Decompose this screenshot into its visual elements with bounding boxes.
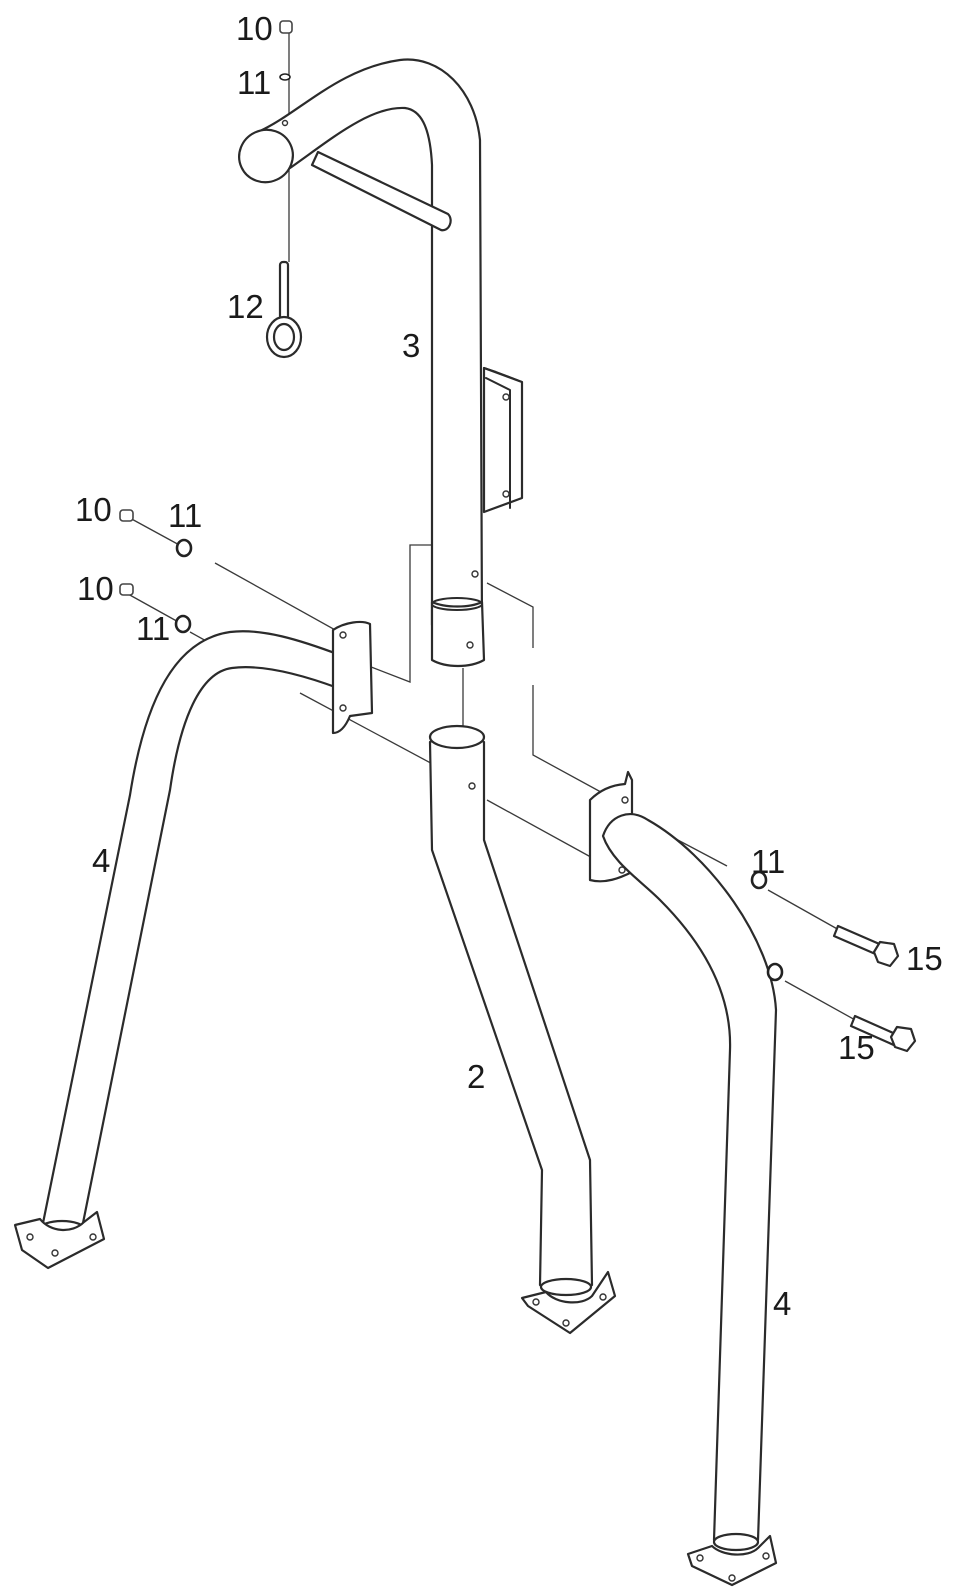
callout-center-post: 2 xyxy=(467,1058,485,1095)
leg-left-part xyxy=(13,630,342,1270)
callout-washer-left-a: 11 xyxy=(168,497,202,534)
callout-upright: 3 xyxy=(402,327,420,364)
upright-part xyxy=(238,58,524,668)
left-fasteners xyxy=(119,509,193,634)
callout-eyebolt: 12 xyxy=(227,288,264,325)
center-post-part xyxy=(428,724,617,1335)
leg-right-part xyxy=(601,813,778,1587)
callout-nut-left-b: 10 xyxy=(77,570,114,607)
callout-washer-left-b: 11 xyxy=(136,610,170,647)
top-fasteners xyxy=(279,20,293,127)
callout-leg-left: 4 xyxy=(92,842,110,879)
callout-nut-left-a: 10 xyxy=(75,491,112,528)
callout-labels: 10 11 12 3 10 11 10 11 4 11 15 15 2 4 xyxy=(75,10,943,1322)
callout-leg-right: 4 xyxy=(773,1285,791,1322)
eyebolt-part xyxy=(265,260,303,359)
callout-nut-top: 10 xyxy=(236,10,273,47)
callout-washer-top: 11 xyxy=(237,64,271,101)
bracket-left xyxy=(331,620,374,735)
callout-bolt-right-b: 15 xyxy=(838,1029,875,1066)
callout-washer-right: 11 xyxy=(751,843,785,880)
right-fasteners xyxy=(750,870,917,1053)
callout-bolt-right-a: 15 xyxy=(906,940,943,977)
